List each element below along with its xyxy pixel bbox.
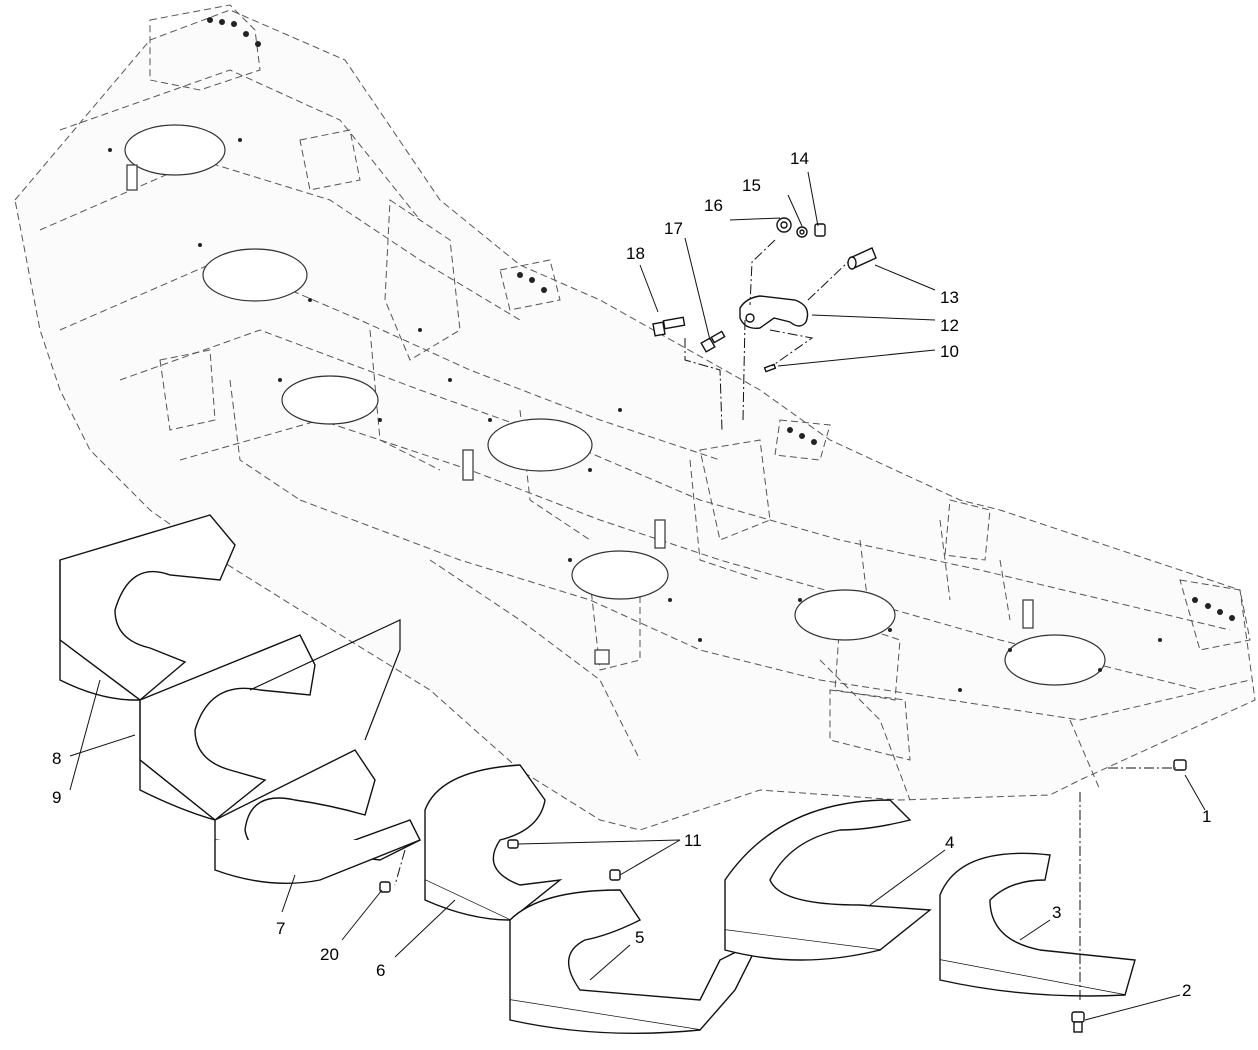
lever-12-part [739,295,809,329]
callout-20: 20 [320,945,339,964]
baffles [59,514,1136,1035]
callout-2: 2 [1182,981,1191,1000]
baffle-8-part [139,634,316,821]
fasteners [379,759,1187,1033]
callout-8: 8 [52,749,61,768]
callout-5: 5 [635,928,644,947]
bolt-2-part [1071,1011,1085,1033]
callout-11: 11 [684,831,702,850]
callout-3: 3 [1052,903,1061,922]
callout-15: 15 [742,176,761,195]
hardware-14-15-16 [776,217,826,238]
baffle-9-part [59,514,236,701]
nut-1-part [1173,759,1187,771]
deck-mounting-holes [108,138,1162,692]
callout-4: 4 [945,833,954,852]
height-adjust-plates [207,17,1235,621]
bolt-11-lower-part [609,869,621,881]
mower-deck-ghost [14,4,1256,831]
callout-10: 10 [940,342,959,361]
callout-14: 14 [790,149,809,168]
bushing-13-part [847,247,877,270]
baffle-4-part [724,799,932,961]
bolt-11-upper-part [507,839,519,849]
callout-17: 17 [664,219,683,238]
bolt-18-part [652,316,686,337]
callout-9: 9 [52,788,61,807]
baffle-7-part [214,619,421,885]
callout-1: 1 [1202,807,1211,826]
callout-13: 13 [940,288,959,307]
pin-10-part [763,363,777,373]
callout-7: 7 [276,919,285,938]
callout-18: 18 [626,244,645,263]
bolt-20-part [379,881,391,893]
callout-16: 16 [704,196,723,215]
bolt-17-part [700,330,726,353]
baffle-3-part [939,852,1136,997]
leader-lines [69,171,1206,1021]
callout-6: 6 [376,961,385,980]
baffle-6-part [424,764,563,921]
callout-labels: 1 2 3 4 5 6 7 8 9 10 11 12 13 14 15 16 1… [52,149,1211,1000]
baffle-5-part [509,889,762,1035]
pivot-hardware [652,217,877,431]
callout-12: 12 [940,316,959,335]
